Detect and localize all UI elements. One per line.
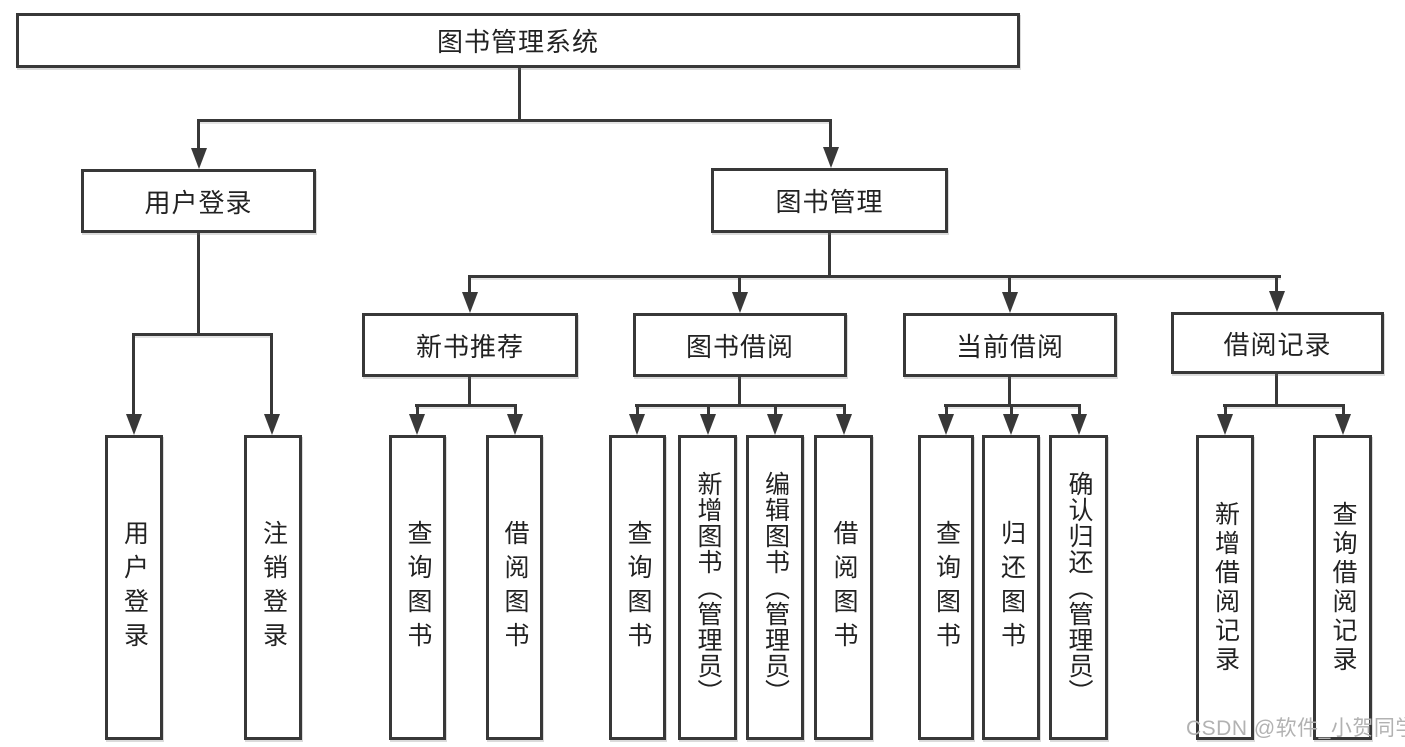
node-current-borrow: 当前借阅 [903,313,1117,377]
node-current-borrow-label: 当前借阅 [955,331,1064,362]
arrowhead-down-icon [836,414,852,435]
node-user-login-label: 用户登录 [144,187,253,218]
csdn-watermark: CSDN @软件_小贺同学 [1186,717,1405,740]
connector-line [707,404,710,417]
arrowhead-down-icon [1269,291,1285,312]
connector-line [132,333,135,417]
connector-line [1342,404,1345,417]
leaf-query-borrow-record-label: 查询借阅记录 [1329,500,1357,675]
connector-line [415,404,517,407]
arrowhead-down-icon [462,292,478,313]
connector-line [738,377,741,407]
arrowhead-down-icon [1002,292,1018,313]
leaf-add-borrow-record: 新增借阅记录 [1196,435,1254,740]
leaf-borrow-book-label: 借阅图书 [830,519,858,656]
leaf-user-login-label: 用户登录 [120,519,149,656]
connector-line [1078,404,1081,417]
arrowhead-down-icon [767,414,783,435]
node-book-borrow: 图书借阅 [633,313,847,377]
leaf-return-book: 归还图书 [982,435,1040,740]
arrowhead-down-icon [732,292,748,313]
connector-line [829,119,832,151]
arrowhead-down-icon [629,414,645,435]
arrowhead-down-icon [264,414,280,435]
leaf-user-login: 用户登录 [105,435,163,740]
connector-line [1008,377,1011,407]
connector-line [636,404,639,417]
arrowhead-down-icon [1217,414,1233,435]
node-root: 图书管理系统 [16,13,1020,68]
leaf-borrow-book: 借阅图书 [814,435,873,740]
connector-line [468,275,471,295]
leaf-borrow-book-recommend-label: 借阅图书 [501,519,529,656]
connector-line [1223,404,1345,407]
leaf-edit-book-admin-label: 编辑图书（管理员） [761,470,790,705]
arrowhead-down-icon [191,148,207,169]
connector-line [468,377,471,407]
leaf-query-books-recommend: 查询图书 [389,435,446,740]
arrowhead-down-icon [823,147,839,168]
arrowhead-down-icon [409,414,425,435]
node-book-management: 图书管理 [711,168,948,233]
node-book-borrow-label: 图书借阅 [685,331,794,362]
arrowhead-down-icon [1071,414,1087,435]
node-new-book-recommend-label: 新书推荐 [415,331,524,362]
connector-line [738,275,741,295]
leaf-logout-label: 注销登录 [259,519,288,656]
node-book-management-label: 图书管理 [775,187,884,217]
arrowhead-down-icon [700,414,716,435]
connector-line [197,119,832,122]
leaf-borrow-book-recommend: 借阅图书 [486,435,543,740]
leaf-query-books-current: 查询图书 [918,435,974,740]
leaf-query-books-current-label: 查询图书 [932,519,961,656]
leaf-query-books-borrow: 查询图书 [609,435,666,740]
connector-line [1275,275,1278,295]
leaf-add-borrow-record-label: 新增借阅记录 [1211,500,1240,675]
leaf-add-book-admin: 新增图书（管理员） [678,435,737,740]
node-new-book-recommend: 新书推荐 [362,313,578,377]
leaf-add-book-admin-label: 新增图书（管理员） [694,470,722,705]
node-user-login: 用户登录 [81,169,316,233]
connector-line [774,404,777,417]
connector-line [1010,404,1013,417]
node-borrow-records-label: 借阅记录 [1223,329,1332,360]
connector-line [514,404,517,417]
arrowhead-down-icon [1335,414,1351,435]
leaf-edit-book-admin: 编辑图书（管理员） [746,435,804,740]
leaf-return-book-label: 归还图书 [997,519,1026,656]
leaf-logout: 注销登录 [244,435,302,740]
connector-line [197,119,200,151]
connector-line [1275,374,1278,407]
connector-line [518,68,521,121]
node-root-label: 图书管理系统 [436,27,599,57]
connector-line [270,333,273,417]
connector-line [1008,275,1011,295]
leaf-query-books-recommend-label: 查询图书 [404,519,432,656]
arrowhead-down-icon [938,414,954,435]
leaf-confirm-return-admin-label: 确认归还（管理员） [1065,470,1093,705]
connector-line [843,404,846,417]
connector-line [828,233,831,278]
connector-line [132,333,273,336]
connector-line [945,404,948,417]
leaf-query-borrow-record: 查询借阅记录 [1313,435,1372,740]
connector-line [468,275,1281,278]
connector-line [1224,404,1227,417]
connector-line [416,404,419,417]
arrowhead-down-icon [507,414,523,435]
arrowhead-down-icon [126,414,142,435]
arrowhead-down-icon [1003,414,1019,435]
leaf-confirm-return-admin: 确认归还（管理员） [1049,435,1108,740]
node-borrow-records: 借阅记录 [1171,312,1384,374]
connector-line [197,233,200,335]
leaf-query-books-borrow-label: 查询图书 [624,519,652,656]
connector-line [635,404,846,407]
